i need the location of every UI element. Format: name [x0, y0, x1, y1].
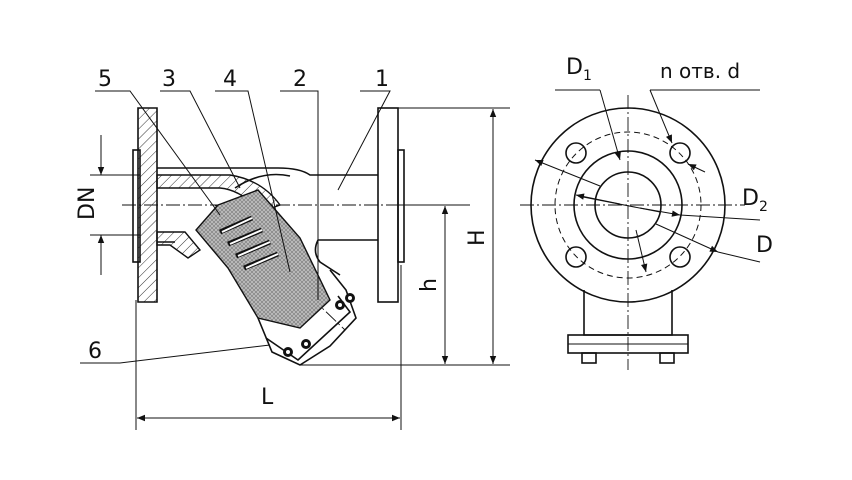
h-small-label: h — [417, 278, 442, 292]
d-leader — [717, 251, 761, 263]
part-label-2: 2 — [293, 67, 307, 92]
bore-circle — [594, 171, 662, 239]
leader-5 — [95, 90, 221, 216]
body-top-curve — [234, 173, 291, 189]
base-bolts — [581, 352, 675, 364]
front-view — [520, 89, 761, 370]
holes-arrow-top — [649, 89, 673, 144]
part-label-3: 3 — [162, 67, 176, 92]
d-outer-label: D — [756, 233, 773, 258]
bolt-holes — [565, 142, 691, 268]
bolt-circle — [554, 131, 702, 279]
body-wall-section-lower — [156, 231, 202, 259]
d-arrow-left — [534, 159, 601, 187]
raised-face-circle — [573, 150, 683, 260]
leader-3 — [160, 90, 241, 189]
part-label-6: 6 — [88, 339, 102, 364]
side-view — [80, 90, 510, 430]
h-large-label: H — [465, 229, 490, 246]
leader-2 — [280, 90, 319, 300]
d1-label: D1 — [566, 55, 592, 84]
d-arrow-right — [655, 223, 719, 253]
left-flange-spigot — [132, 149, 141, 263]
d2-label: D2 — [742, 186, 768, 215]
flange-outer-circle — [530, 107, 726, 303]
length-label: L — [261, 385, 274, 410]
cover-bolts — [283, 293, 355, 357]
leader-6 — [80, 344, 271, 364]
d2-arrow-left — [575, 193, 621, 205]
holes-arrow-side — [687, 163, 706, 173]
d1-arrow-bottom — [635, 229, 648, 273]
part-label-5: 5 — [98, 67, 112, 92]
part-label-1: 1 — [375, 67, 389, 92]
left-flange — [137, 107, 158, 303]
filter-housing — [257, 269, 357, 366]
leader-1 — [337, 90, 391, 191]
leader-4 — [215, 90, 291, 273]
filter-rods — [218, 215, 279, 271]
body-outline — [157, 167, 378, 276]
holes-label: n отв. d — [660, 59, 740, 83]
right-flange-spigot — [397, 149, 405, 263]
d2-arrow-right — [639, 207, 681, 217]
dn-label: DN — [75, 187, 100, 220]
d2-leader — [679, 214, 761, 221]
part-label-4: 4 — [223, 67, 237, 92]
d1-arrow-top — [599, 89, 621, 161]
